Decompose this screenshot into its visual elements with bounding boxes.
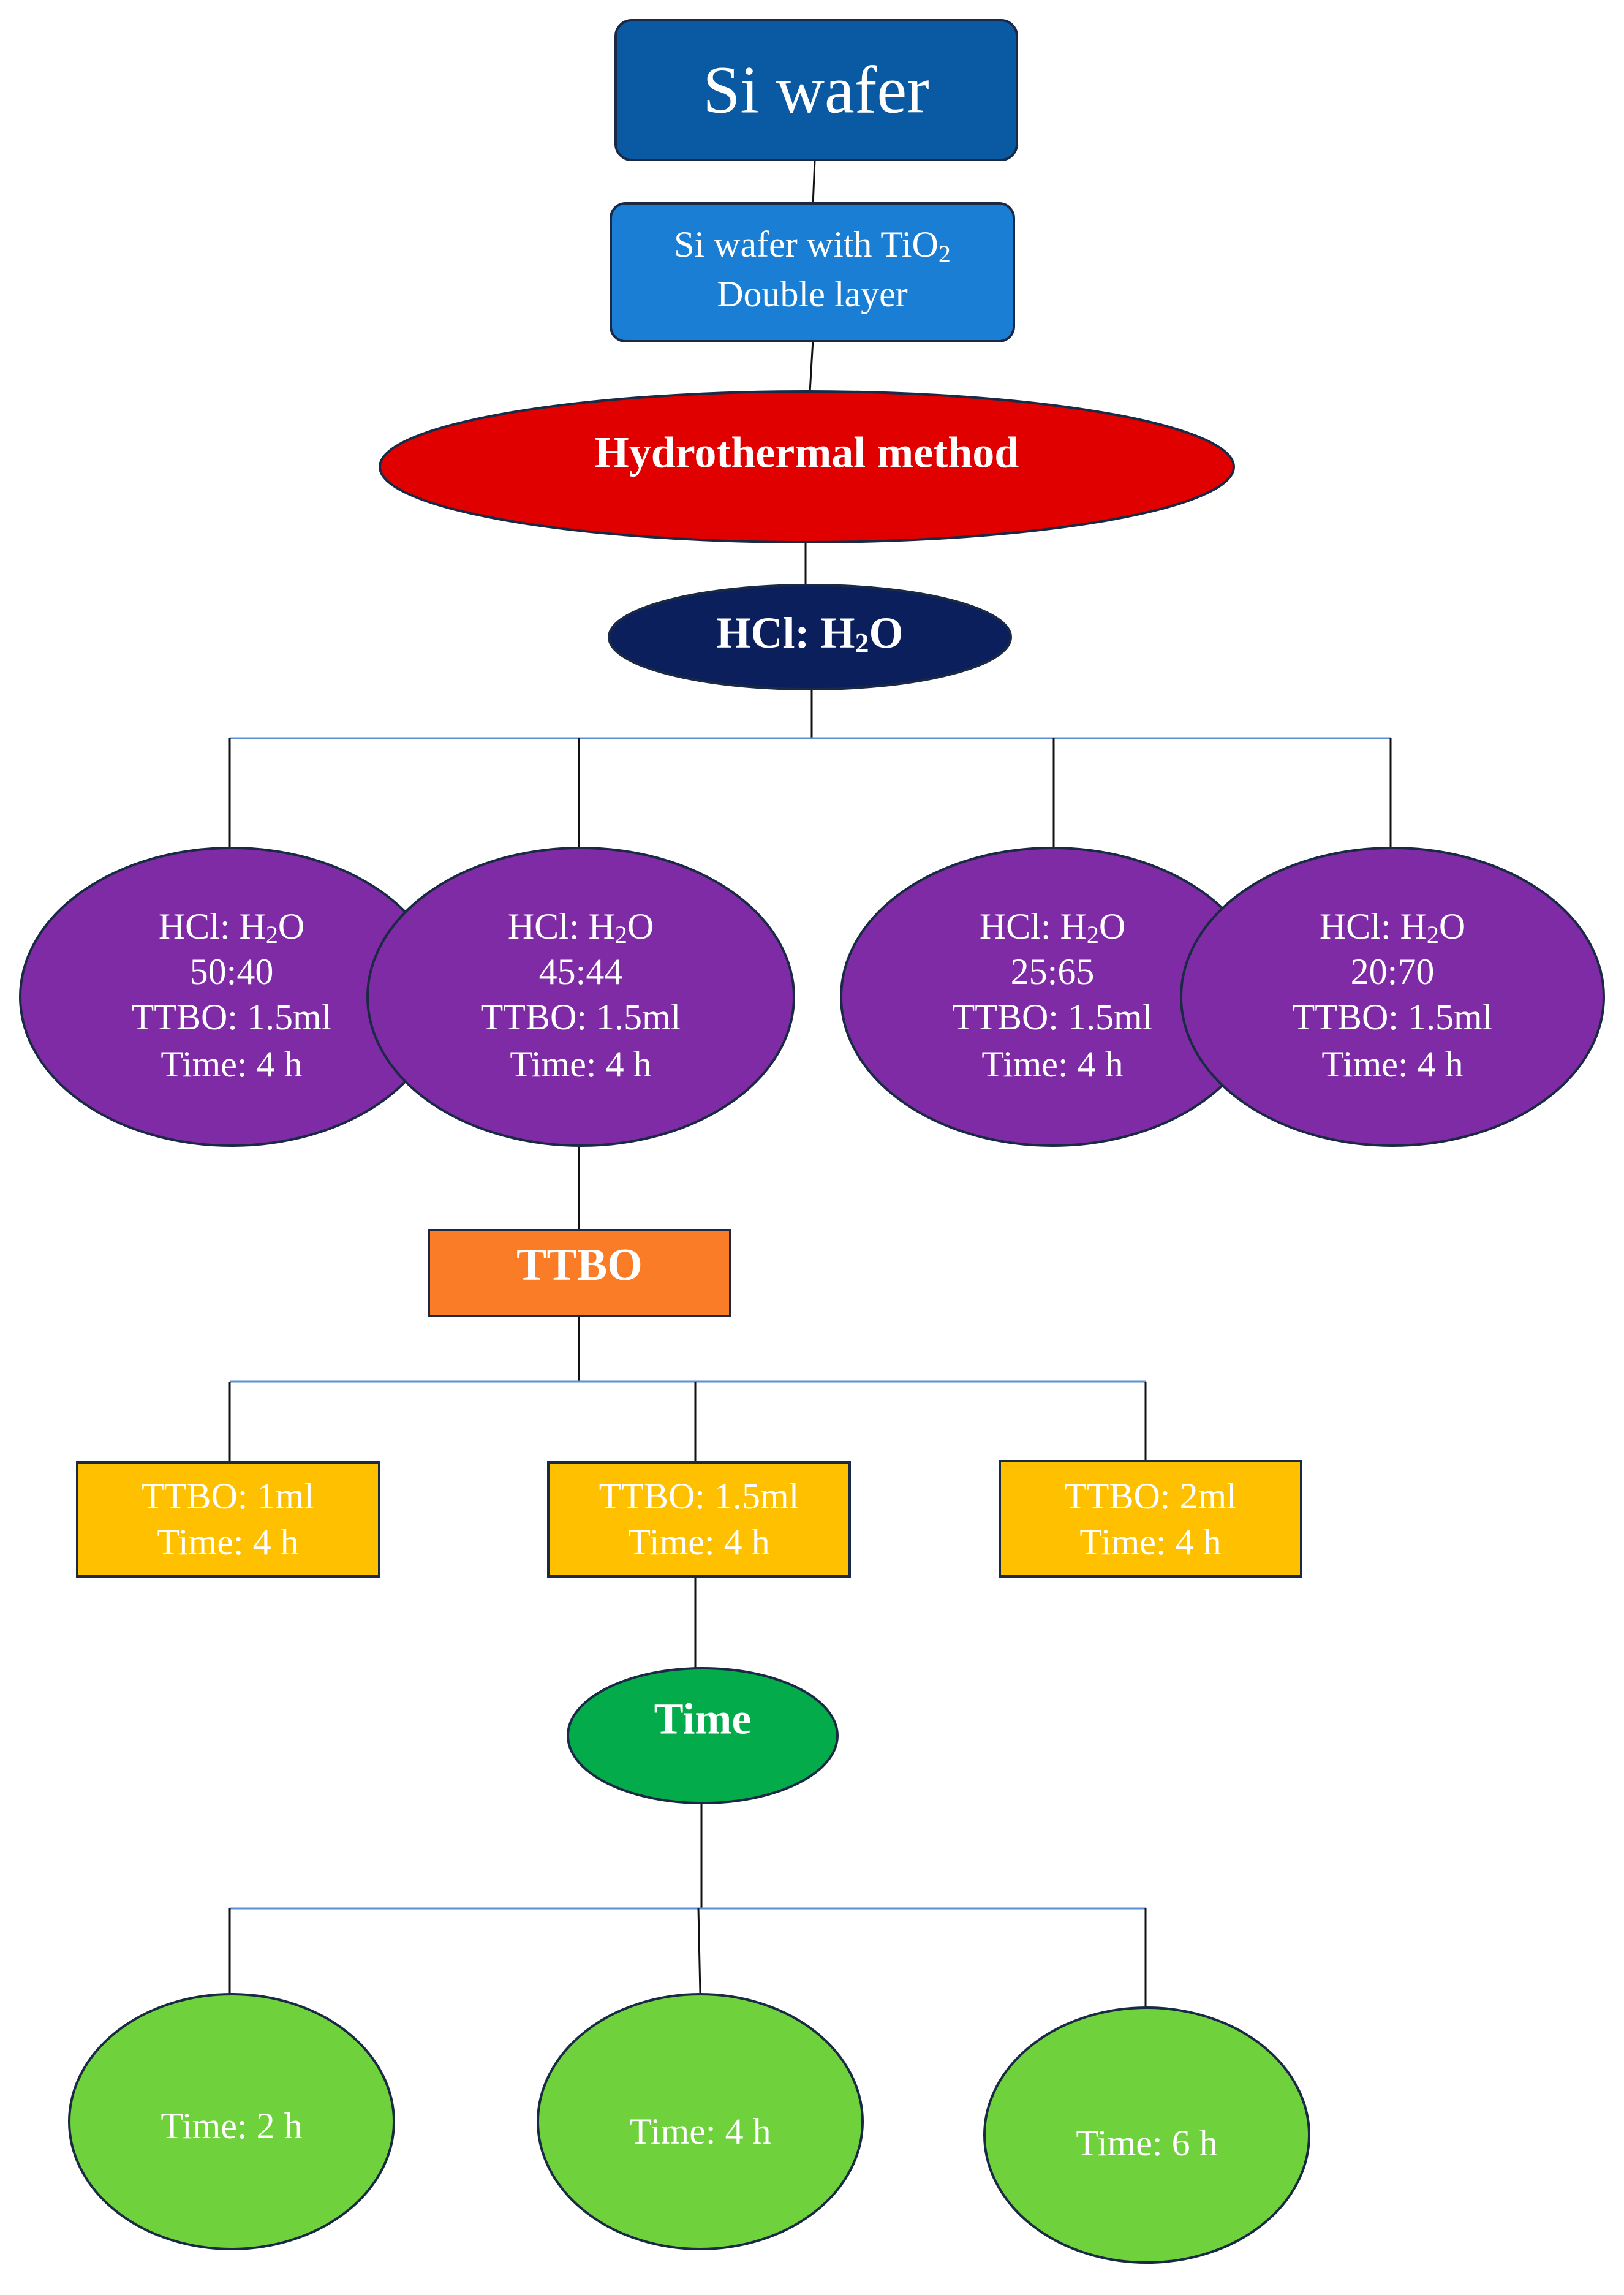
ratio-2-prefix: HCl: H: [508, 906, 615, 947]
ttbo-option-1-amount: TTBO: 1ml: [142, 1476, 314, 1516]
ratio-2-formula: HCl: H2O: [508, 906, 654, 948]
ttbo-option-3-time: Time: 4 h: [1079, 1522, 1221, 1562]
ratio-3-suffix: O: [1099, 906, 1125, 947]
ratio-1-formula: HCl: H2O: [159, 906, 304, 948]
ratio-1-sub: 2: [266, 921, 278, 948]
time-option-2-label: Time: 4 h: [629, 2111, 771, 2152]
ratio-node-1: HCl: H2O 50:40 TTBO: 1.5ml Time: 4 h: [19, 847, 444, 1147]
ratio-4-value: 20:70: [1351, 951, 1435, 992]
si-wafer-node: Si wafer: [614, 19, 1018, 161]
tio2-layer-line1: Si wafer with TiO2: [674, 224, 951, 268]
ratio-4-suffix: O: [1439, 906, 1465, 947]
connector-bus-to-time-2: [697, 1908, 701, 1994]
time-option-2: Time: 4 h: [537, 1993, 864, 2250]
ratio-3-time: Time: 4 h: [981, 1044, 1123, 1084]
ratio-3-prefix: HCl: H: [980, 906, 1087, 947]
ratio-1-time: Time: 4 h: [161, 1044, 302, 1084]
ratio-1-suffix: O: [278, 906, 304, 947]
hcl-h2o-suffix: O: [869, 608, 903, 657]
hydrothermal-node: Hydrothermal method: [379, 390, 1235, 543]
time-label: Time: [654, 1695, 752, 1744]
ttbo-option-3: TTBO: 2ml Time: 4 h: [999, 1460, 1302, 1578]
time-node: Time: [567, 1667, 839, 1804]
ratio-2-suffix: O: [627, 906, 654, 947]
ratio-3-sub: 2: [1087, 921, 1099, 948]
ttbo-label: TTBO: [516, 1240, 643, 1290]
ratio-1-prefix: HCl: H: [159, 906, 266, 947]
ratio-node-3: HCl: H2O 25:65 TTBO: 1.5ml Time: 4 h: [840, 847, 1265, 1147]
ratio-3-formula: HCl: H2O: [980, 906, 1125, 948]
ttbo-node: TTBO: [428, 1229, 731, 1317]
time-option-nodes: Time: 2 h Time: 4 h Time: 6 h: [68, 1993, 1310, 2264]
ratio-1-value: 50:40: [190, 951, 274, 992]
hcl-h2o-subscript: 2: [855, 627, 869, 659]
connectors: [228, 160, 1392, 2010]
ratio-4-sub: 2: [1427, 921, 1439, 948]
ratio-2-sub: 2: [615, 921, 627, 948]
connector-wafer-to-layer: [812, 160, 816, 206]
time-option-3: Time: 6 h: [983, 2006, 1310, 2264]
ratio-3-value: 25:65: [1011, 951, 1095, 992]
ratio-node-4: HCl: H2O 20:70 TTBO: 1.5ml Time: 4 h: [1180, 847, 1605, 1147]
ratio-4-ttbo: TTBO: 1.5ml: [1293, 997, 1493, 1037]
hcl-h2o-prefix: HCl: H: [717, 608, 855, 657]
ratio-4-time: Time: 4 h: [1321, 1044, 1463, 1084]
ratio-node-2: HCl: H2O 45:44 TTBO: 1.5ml Time: 4 h: [366, 847, 795, 1147]
connector-layer-to-hydrothermal: [809, 339, 814, 393]
time-option-1-label: Time: 2 h: [161, 2106, 302, 2146]
ratio-3-ttbo: TTBO: 1.5ml: [953, 997, 1153, 1037]
ratio-2-time: Time: 4 h: [510, 1044, 651, 1084]
ratio-4-formula: HCl: H2O: [1320, 906, 1465, 948]
ratio-2-ttbo: TTBO: 1.5ml: [481, 997, 681, 1037]
ratio-nodes: HCl: H2O 50:40 TTBO: 1.5ml Time: 4 h HCl…: [19, 847, 1605, 1147]
time-option-3-label: Time: 6 h: [1076, 2123, 1217, 2163]
tio2-layer-node: Si wafer with TiO2 Double layer: [610, 202, 1015, 342]
si-wafer-label: Si wafer: [703, 52, 929, 127]
ttbo-option-nodes: TTBO: 1ml Time: 4 h TTBO: 1.5ml Time: 4 …: [76, 1460, 1302, 1578]
ttbo-option-2: TTBO: 1.5ml Time: 4 h: [547, 1461, 851, 1578]
tio2-layer-line1-text: Si wafer with TiO: [674, 224, 939, 265]
ratio-4-prefix: HCl: H: [1320, 906, 1427, 947]
hcl-h2o-node: HCl: H2O: [608, 584, 1012, 690]
ttbo-option-1: TTBO: 1ml Time: 4 h: [76, 1461, 380, 1578]
tio2-layer-line2: Double layer: [717, 274, 908, 314]
ttbo-option-3-amount: TTBO: 2ml: [1064, 1476, 1237, 1516]
tio2-subscript: 2: [939, 240, 951, 268]
ratio-1-ttbo: TTBO: 1.5ml: [132, 997, 332, 1037]
hcl-h2o-label: HCl: H2O: [717, 608, 904, 659]
time-option-1: Time: 2 h: [68, 1993, 395, 2250]
ttbo-option-2-time: Time: 4 h: [628, 1522, 769, 1562]
hydrothermal-label: Hydrothermal method: [595, 428, 1019, 477]
ttbo-option-1-time: Time: 4 h: [157, 1522, 298, 1562]
ratio-2-value: 45:44: [539, 951, 623, 992]
ttbo-option-2-amount: TTBO: 1.5ml: [599, 1476, 799, 1516]
